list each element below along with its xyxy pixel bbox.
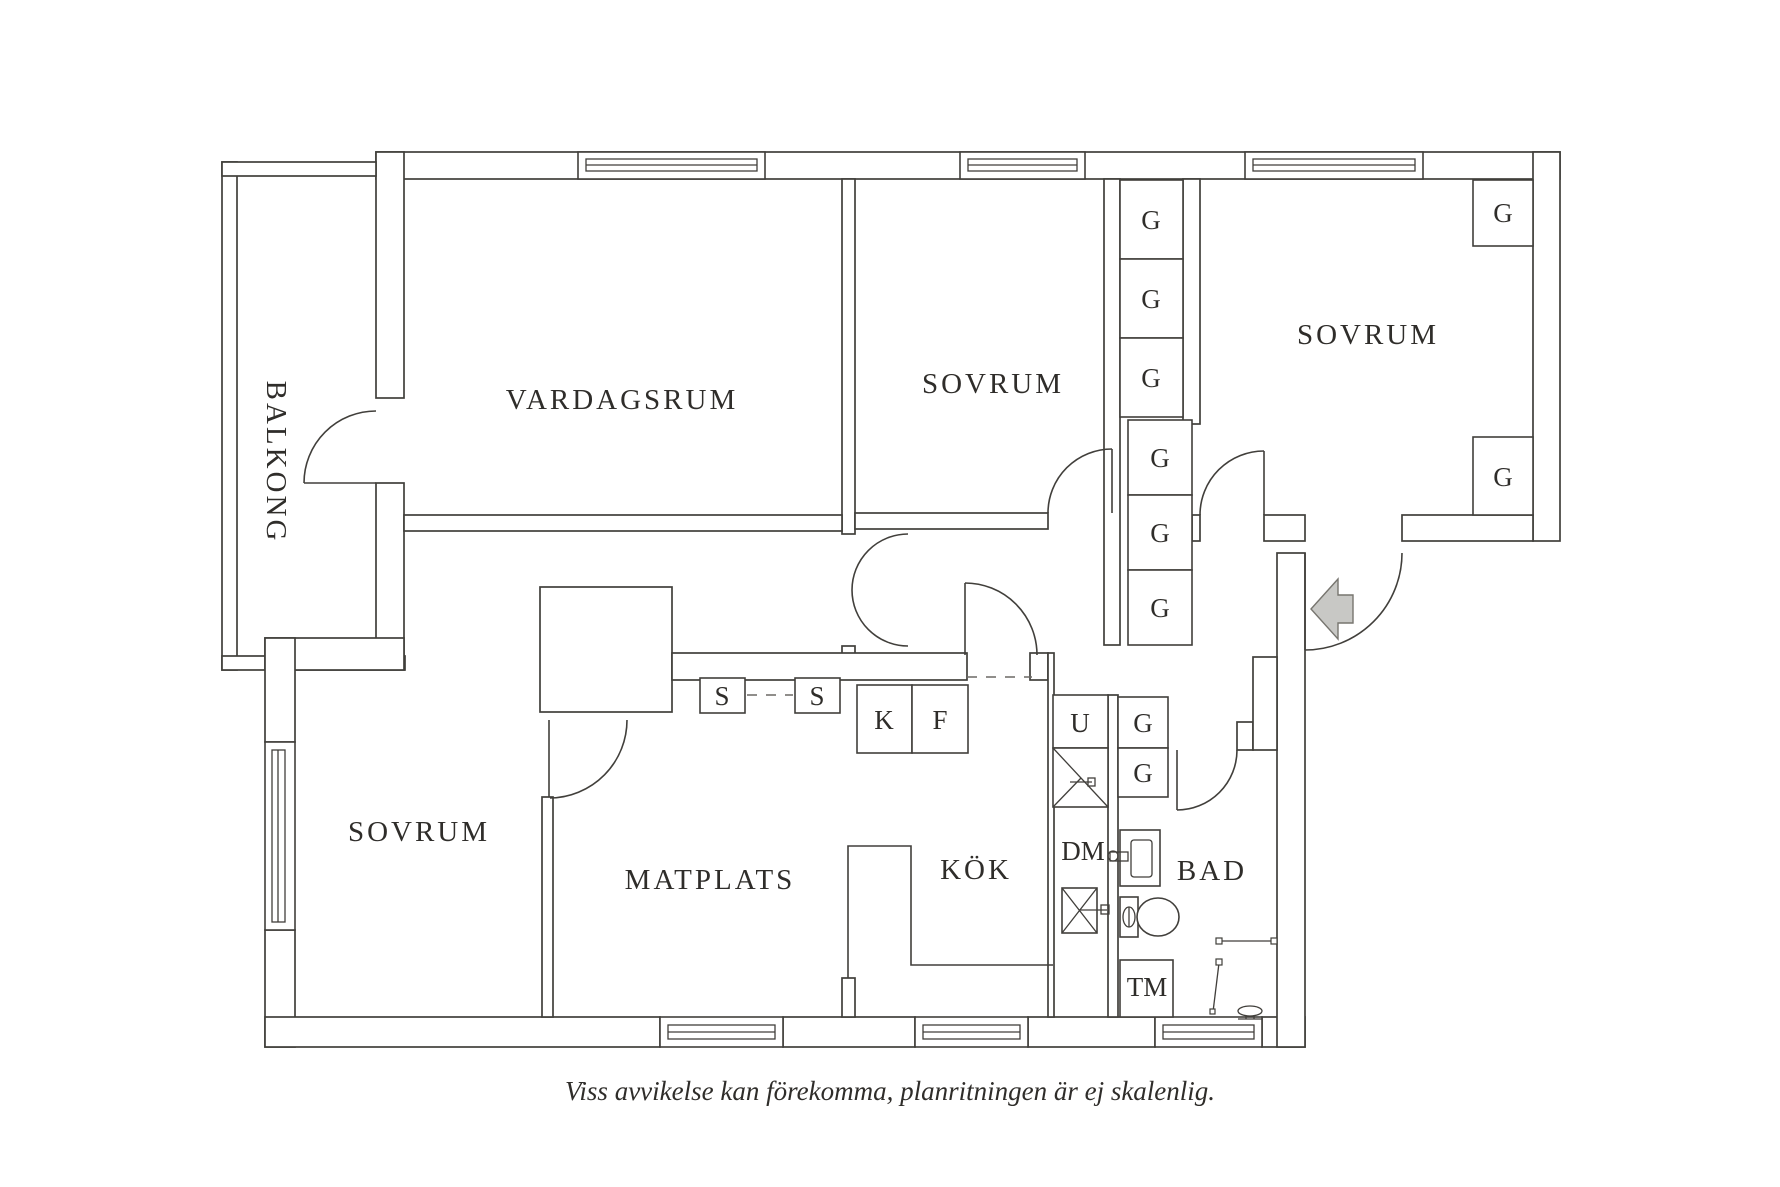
bad-door: [1176, 749, 1238, 811]
wall-west-lower-a: [264, 637, 296, 743]
closet-g4: [1127, 419, 1193, 496]
closet-g3: [1119, 337, 1184, 418]
toilet: [1119, 896, 1180, 938]
matplats-door: [548, 719, 628, 799]
closet-g2: [1119, 258, 1184, 339]
wall-bad-hall: [1252, 656, 1278, 751]
cabinet-label-s1: S: [714, 681, 729, 711]
closet-g-kitchen-1: [1117, 696, 1169, 749]
room-label-sovrum-mid: SOVRUM: [922, 368, 1064, 400]
wall-block: [539, 586, 673, 713]
corridor-double-swing-door: [851, 533, 909, 647]
entrance-door: [1304, 552, 1403, 651]
closet-g1: [1119, 179, 1184, 260]
wall-bottom-b: [782, 1016, 916, 1048]
window-bottom-1: [659, 1016, 784, 1048]
labels: VARDAGSRUM SOVRUM SOVRUM SOVRUM MATPLATS…: [260, 198, 1513, 1106]
wall-balcony-west: [221, 161, 238, 671]
washbasin: [1107, 829, 1161, 887]
wall-sovrum-right-bottom-a: [1191, 514, 1201, 542]
room-label-bad: BAD: [1177, 855, 1247, 887]
closet-label-g-kitchen-1: G: [1133, 708, 1153, 738]
closet-g6: [1127, 569, 1193, 646]
closet-g-sovr-top: [1472, 179, 1534, 247]
closet-g-sovr-bottom: [1472, 436, 1534, 516]
window-bottom-2: [914, 1016, 1029, 1048]
closet-label-g3: G: [1141, 363, 1161, 393]
wall-closet-column: [1103, 178, 1121, 646]
label-dm: DM: [1061, 836, 1105, 866]
wall-sovrum-right-bottom-b: [1263, 514, 1306, 542]
windows: [264, 151, 1424, 1048]
closet-g5: [1127, 494, 1193, 571]
wall-sovrum-right-left: [1182, 178, 1201, 425]
wall-sovrum-right-bottom-c: [1401, 514, 1534, 542]
room-label-sovrum-bottom: SOVRUM: [348, 816, 490, 848]
room-label-balkong: BALKONG: [260, 381, 292, 544]
entry-arrow-icon: [1310, 577, 1354, 641]
closet-label-g-sovr-bottom: G: [1493, 462, 1513, 492]
closet-label-g-sovr-top: G: [1493, 198, 1513, 228]
wall-balcony-top: [221, 161, 377, 177]
shower-rail: [1209, 937, 1278, 1015]
wall-vardagsrum-bottom: [403, 514, 843, 532]
wall-east-lower: [1276, 552, 1306, 1048]
closet-g-kitchen-2: [1117, 747, 1169, 798]
wall-east-upper: [1532, 151, 1561, 542]
floor-drain: [1237, 1005, 1263, 1020]
room-label-sovrum-right: SOVRUM: [1297, 319, 1439, 351]
label-tm: TM: [1127, 972, 1168, 1002]
window-bottom-3: [1154, 1016, 1263, 1048]
wall-band-b: [1029, 652, 1049, 681]
doors: [303, 410, 1403, 811]
cabinet-label-f: F: [932, 705, 947, 735]
wall-sovrum-matplats: [541, 796, 554, 1018]
closet-label-g5: G: [1150, 518, 1170, 548]
closet-label-g-kitchen-2: G: [1133, 758, 1153, 788]
room-label-kok: KÖK: [940, 854, 1012, 886]
wall-kitchen-col-left: [1047, 652, 1055, 1018]
kitchen-door: [964, 582, 1038, 678]
room-label-vardagsrum: VARDAGSRUM: [506, 384, 739, 416]
room-label-matplats: MATPLATS: [625, 864, 796, 896]
caption-disclaimer: Viss avvikelse kan förekomma, planritnin…: [565, 1076, 1215, 1106]
sovrum-right-door: [1199, 450, 1265, 516]
wall-bad-top: [1236, 721, 1254, 751]
bathroom-fixtures: [1107, 829, 1278, 1020]
window-top-sovrum-mid: [959, 151, 1086, 180]
wall-midsovrum-bottom: [854, 512, 1049, 530]
cabinet-u: [1052, 694, 1109, 749]
window-top-vardagsrum: [577, 151, 766, 180]
wall-bottom-c: [1027, 1016, 1156, 1048]
cabinet-f: [911, 684, 969, 754]
cabinets: [699, 179, 1534, 1018]
closet-label-g2: G: [1141, 284, 1161, 314]
stove: [1061, 887, 1110, 934]
wall-band-a: [671, 652, 968, 681]
wall-midsovrum-left: [841, 178, 856, 535]
window-west-sovrum-bottom: [264, 741, 296, 931]
cabinet-label-u: U: [1070, 708, 1090, 738]
sovrum-mid-door: [1047, 448, 1113, 514]
walls: [221, 151, 1561, 1048]
cabinet-s1: [699, 677, 746, 714]
cabinet-s2: [794, 677, 841, 714]
kitchen-counter: [847, 845, 1053, 978]
wall-west-upper-a: [375, 151, 405, 399]
wall-bottom-a: [264, 1016, 661, 1048]
balcony-door: [303, 410, 377, 484]
closet-label-g6: G: [1150, 593, 1170, 623]
kitchen-sink: [1052, 747, 1109, 808]
cabinet-label-s2: S: [809, 681, 824, 711]
washing-machine-box: [1119, 959, 1174, 1018]
cabinet-label-k: K: [874, 705, 894, 735]
closet-label-g1: G: [1141, 205, 1161, 235]
closet-label-g4: G: [1150, 443, 1170, 473]
window-top-sovrum-right: [1244, 151, 1424, 180]
wall-kitchen-stub: [841, 977, 856, 1018]
